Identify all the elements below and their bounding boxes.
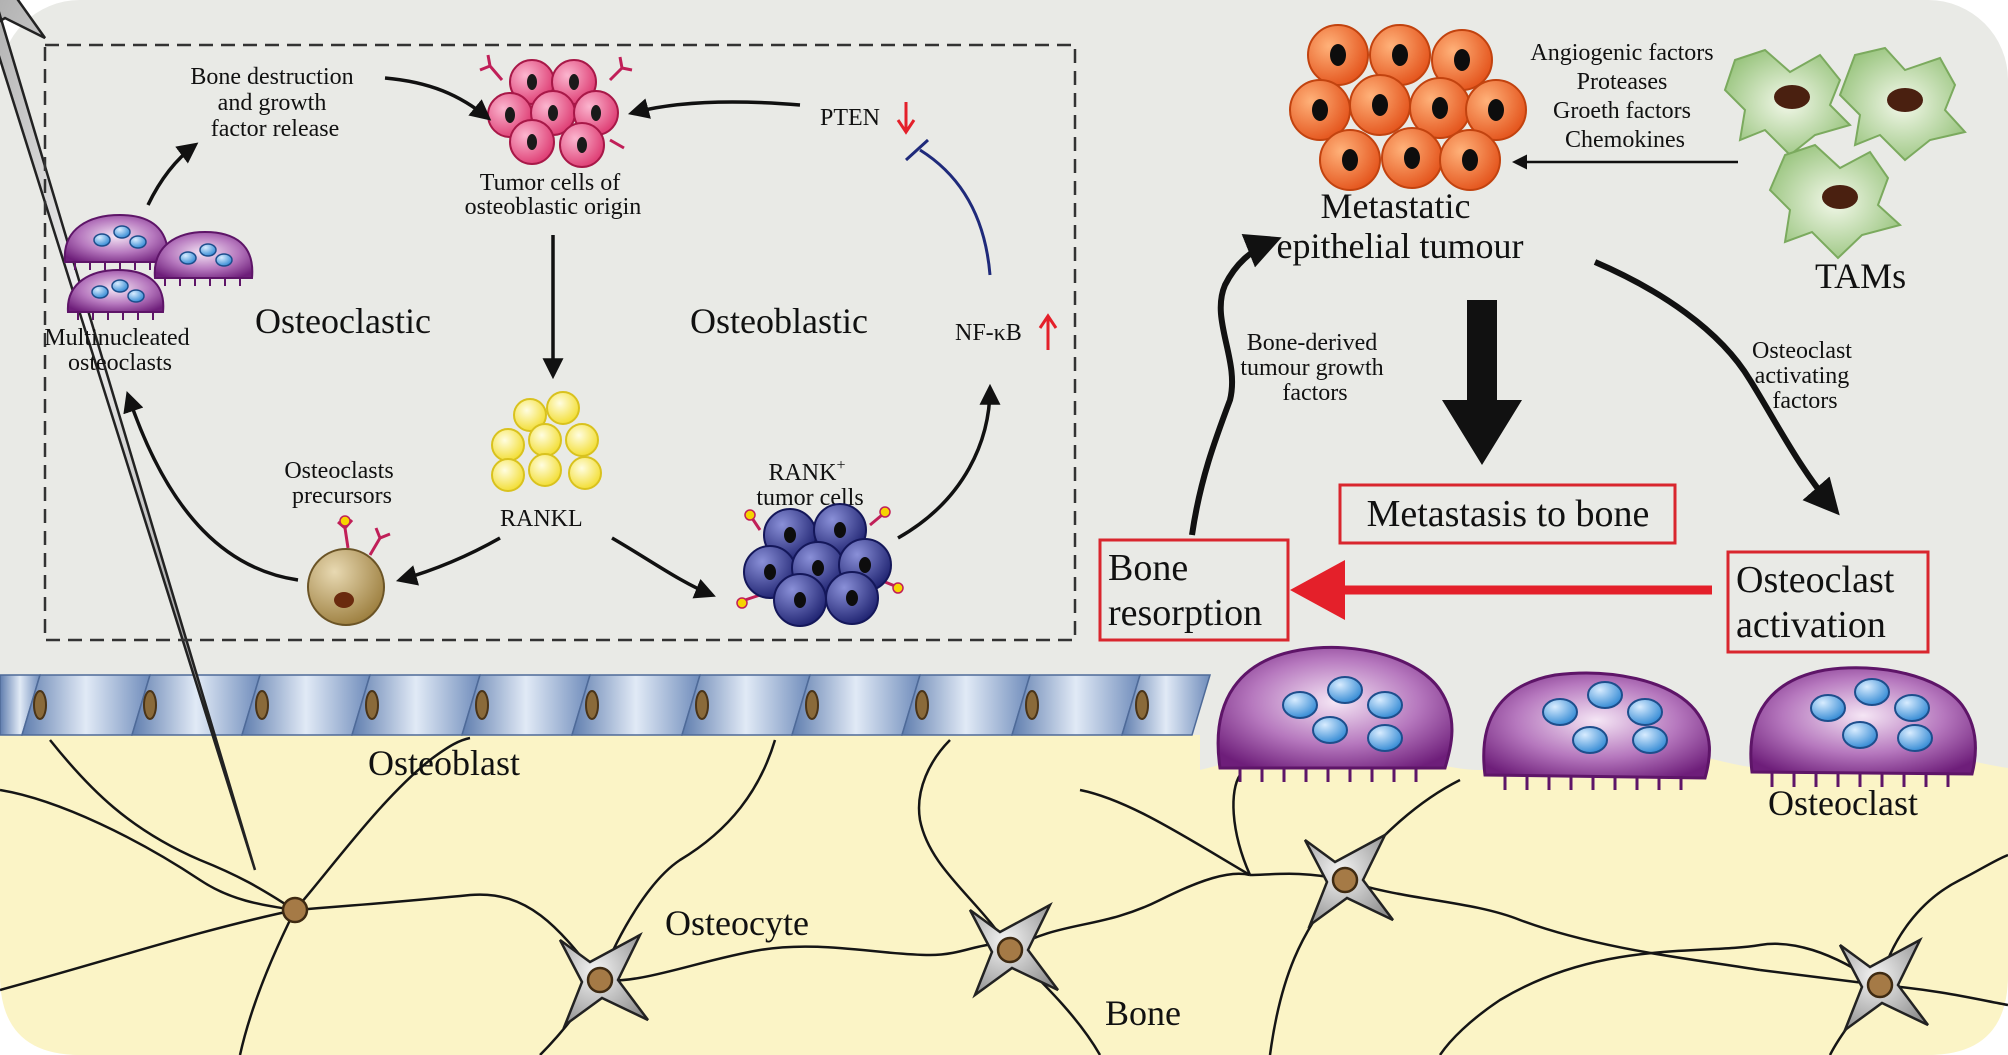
osteoclast-label: Osteoclast: [1768, 783, 1918, 823]
osteoclast-cell: [1216, 645, 1454, 782]
metastasis-thick-arrow: [1442, 300, 1522, 465]
svg-text:Osteoclast activation: Osteoclast activation: [1736, 559, 1904, 646]
pten-down-arrow: [896, 102, 916, 135]
bone-derived-factors-label: Bone-derived tumour growth factors: [1240, 330, 1389, 406]
red-arrow-head: [1290, 560, 1345, 620]
osteoblast-layer: [0, 674, 1212, 736]
osteoblastic-label: Osteoblastic: [690, 301, 868, 341]
osteoclast-activation-box: Osteoclast activation: [1726, 550, 1930, 654]
osteocyte-cell: [1838, 937, 1929, 1034]
metastatic-tumour-cluster: [1289, 24, 1527, 191]
bone-label: Bone: [1105, 993, 1181, 1033]
inset-dashed-frame: [43, 43, 1077, 642]
bone-matrix: [0, 735, 2008, 1055]
inhibit-bar: [904, 138, 930, 162]
nfkb-up-arrow: [1038, 313, 1058, 350]
osteocyte-cell: [1303, 832, 1394, 929]
nfkb-inhibits-pten-line: [919, 148, 992, 276]
osteocyte-cell: [558, 932, 649, 1029]
osteoclast-precursor-cell: [307, 515, 391, 626]
multinucleated-label: Multinucleated osteoclasts: [44, 325, 195, 376]
pten-label: PTEN: [820, 105, 880, 131]
osteoclastic-label: Osteoclastic: [255, 301, 431, 341]
osteoclast-cell: [1482, 671, 1711, 790]
bone-resorption-box: Bone resorption: [1098, 538, 1290, 642]
bone-destruction-label: Bone destruction and growth factor relea…: [190, 64, 359, 142]
tams-label: TAMs: [1815, 256, 1906, 296]
rankl-label: RANKL: [500, 506, 583, 532]
svg-text:Metastasis to bone: Metastasis to bone: [1367, 493, 1650, 535]
multinucleated-osteoclasts-icon: [63, 213, 254, 320]
osteoclast-cell: [1749, 666, 1977, 787]
rank-tumor-cells-cluster: [736, 503, 904, 627]
osteoclast-activating-factors-label: Osteoclast activating factors: [1752, 338, 1858, 414]
tam-cells: [1723, 46, 1967, 260]
rankl-cluster: [491, 391, 602, 492]
osteocyte-label: Osteocyte: [665, 903, 809, 943]
inset-cycle-arrows: [123, 76, 1001, 599]
tumor-cells-label: Tumor cells of osteoblastic origin: [465, 170, 642, 220]
nfkb-label: NF-κB: [955, 320, 1022, 346]
tam-factors-label: Angiogenic factors Proteases Groeth fact…: [1530, 40, 1719, 153]
tumor-cells-osteoblastic-cluster: [479, 54, 633, 168]
metastasis-to-bone-box: Metastasis to bone: [1338, 483, 1677, 545]
osteoclast-precursors-label: Osteoclasts precursors: [284, 458, 399, 509]
osteoblast-label: Osteoblast: [368, 743, 520, 783]
osteocyte-cell: [968, 902, 1059, 999]
osteocyte-cell: [0, 0, 309, 924]
svg-text:Bone resorption: Bone resorption: [1108, 547, 1262, 634]
main-pathway-arrows: [1189, 233, 1840, 536]
metastatic-tumour-label: Metastatic epithelial tumour: [1277, 186, 1524, 266]
